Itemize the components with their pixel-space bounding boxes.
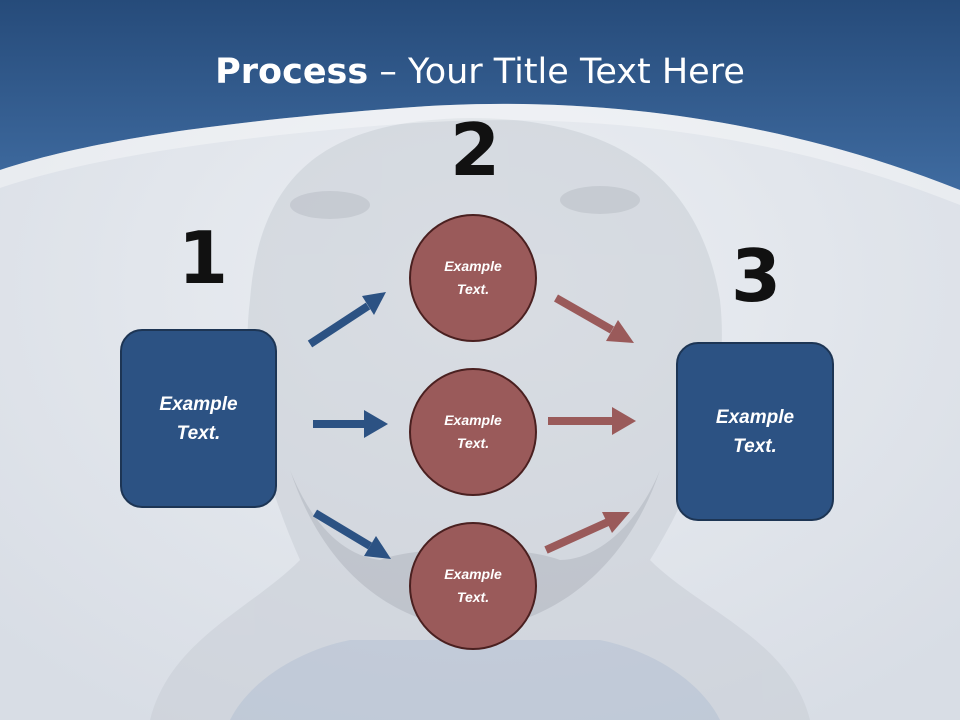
right-process-box: Example Text. [676,342,834,521]
circle-bottom: Example Text. [409,522,537,650]
circle-top: Example Text. [409,214,537,342]
step-number-2: 2 [450,108,501,192]
title-bold: Process [215,52,369,92]
arrow-left-up [307,292,386,348]
circle-bottom-line1: Example [444,566,502,582]
right-box-line2: Text. [733,435,777,457]
circle-middle-line1: Example [444,412,502,428]
left-box-line2: Text. [176,422,221,444]
circle-top-line2: Text. [456,281,490,297]
right-box-line1: Example [715,406,795,428]
left-process-box: Example Text. [120,329,277,508]
arrow-right-up [544,512,630,554]
arrow-right-down [554,294,634,343]
circle-top-line1: Example [444,258,502,274]
circle-bottom-line2: Text. [456,589,490,605]
circle-middle: Example Text. [409,368,537,496]
circle-middle-line2: Text. [456,435,490,451]
step-number-1: 1 [178,216,229,300]
slide-title: Process – Your Title Text Here [0,52,960,92]
arrow-left-middle [313,410,388,438]
step-number-3: 3 [731,234,782,318]
arrow-right-middle [548,407,636,435]
title-rest: – Your Title Text Here [368,52,745,92]
left-box-line1: Example [159,393,238,415]
arrow-left-down [312,509,391,559]
